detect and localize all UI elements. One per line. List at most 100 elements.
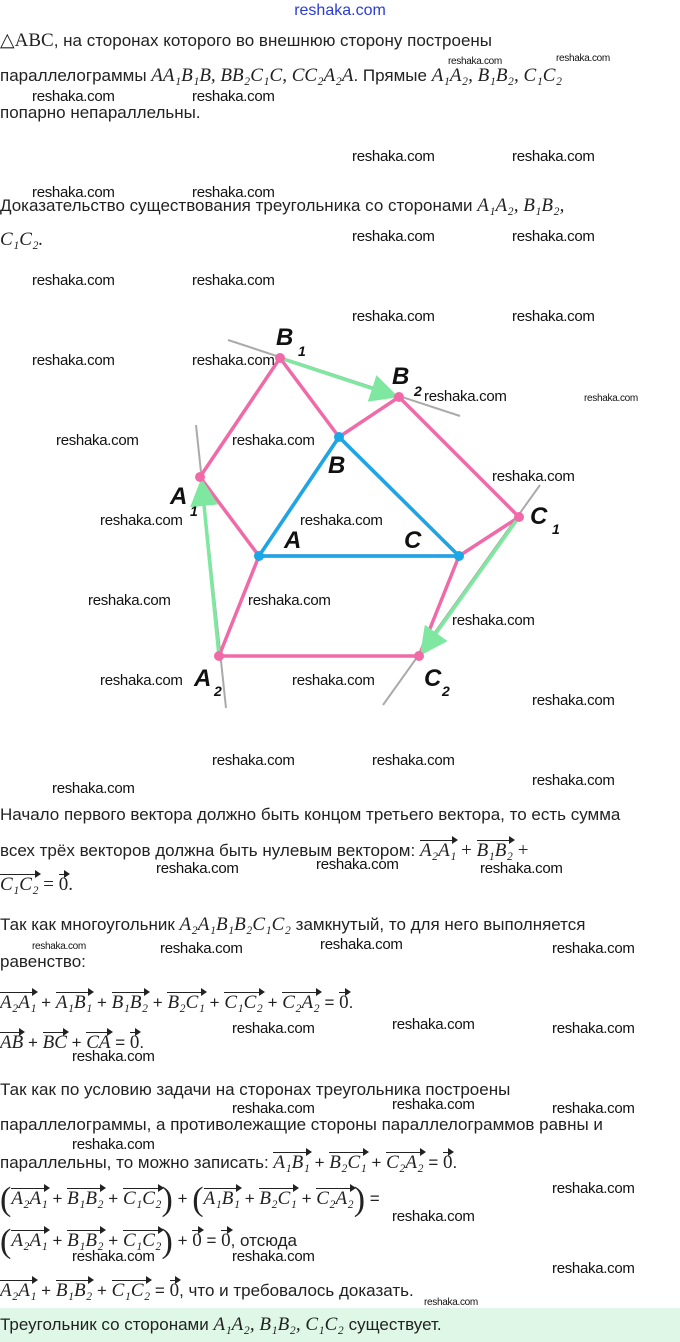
watermark: reshaka.com — [452, 612, 535, 629]
sub-b2: 2 — [413, 383, 422, 399]
solution-p3-line-2: параллелограммы, а противолежащие сторон… — [0, 1115, 603, 1134]
equation-triangle: AB + BC + CA = 0. — [0, 1028, 145, 1053]
vector: C₁C₂ — [122, 1184, 164, 1209]
geometry-diagram: A B C A B B C C A 1 1 2 1 2 2 — [169, 324, 560, 709]
watermark: reshaka.com — [160, 940, 243, 957]
problem-line-2: параллелограммы AA₁B₁B, BB₂C₁C, CC₂A₂A. … — [0, 65, 562, 87]
vector: B₁B₂ — [67, 1184, 107, 1209]
watermark: reshaka.com — [88, 592, 171, 609]
watermark: reshaka.com — [232, 1020, 315, 1037]
watermark: reshaka.com — [192, 272, 275, 289]
text: параллелограммы — [0, 66, 152, 85]
vector: A₂A₁ — [0, 1276, 39, 1301]
vector: A₂A₁ — [11, 1184, 51, 1209]
watermark: reshaka.com — [480, 860, 563, 877]
watermark: reshaka.com — [232, 1100, 315, 1117]
zero-vector: 0 — [442, 1148, 454, 1173]
math-triangle: △ABC — [0, 30, 54, 51]
text: Так как многоугольник — [0, 915, 180, 934]
watermark: reshaka.com — [392, 1208, 475, 1225]
math: A₂A₁B₁B₂C₁C₂ — [179, 914, 291, 935]
math: C₁C₂. — [0, 229, 44, 250]
math: A₁A₂, B₁B₂, — [477, 195, 565, 216]
problem-line-3: попарно непараллельны. — [0, 103, 201, 122]
op: . — [68, 874, 73, 895]
watermark: reshaka.com — [552, 1100, 635, 1117]
watermark: reshaka.com — [352, 228, 435, 245]
op: + — [517, 840, 529, 861]
label-b: B — [328, 452, 345, 479]
watermark: reshaka.com — [532, 692, 615, 709]
sub-c1: 1 — [552, 521, 560, 537]
vector: C₁C₂ — [111, 1276, 152, 1301]
watermark: reshaka.com — [552, 940, 635, 957]
math-lines: A₁A₂, B₁B₂, C₁C₂ — [431, 65, 563, 86]
paren: ) — [353, 1181, 366, 1218]
label-a2: A — [193, 665, 211, 692]
vector: BC — [42, 1028, 70, 1053]
watermark: reshaka.com — [100, 512, 183, 529]
vector: B₂C₁ — [167, 988, 207, 1013]
label-a: A — [283, 527, 301, 554]
paren: ( — [0, 1223, 12, 1260]
label-c1: C — [530, 503, 548, 530]
site-title[interactable]: reshaka.com — [294, 2, 386, 19]
vector: B₁B₂ — [55, 1276, 95, 1301]
watermark: reshaka.com — [232, 432, 315, 449]
watermark: reshaka.com — [532, 772, 615, 789]
solution-p1-line-1: Начало первого вектора должно быть концо… — [0, 805, 621, 824]
watermark: reshaka.com — [156, 860, 239, 877]
vector: B₁B₂ — [67, 1226, 107, 1251]
vector: B₂C₁ — [329, 1148, 369, 1173]
vector: A₂A₁ — [0, 988, 39, 1013]
text: , что и требовалось доказать. — [179, 1281, 414, 1300]
watermark: reshaka.com — [556, 53, 610, 64]
text: параллельны, то можно записать: — [0, 1153, 274, 1172]
vector: C₁C₂ — [122, 1226, 164, 1251]
paren: ) — [161, 1223, 173, 1260]
vector-c1c2 — [419, 515, 521, 656]
solution-p2-line-1: Так как многоугольник A₂A₁B₁B₂C₁C₂ замкн… — [0, 914, 585, 936]
math: A₁A₂, B₁B₂, C₁C₂ — [213, 1314, 344, 1335]
vector: CA — [86, 1028, 113, 1053]
watermark: reshaka.com — [32, 941, 86, 952]
watermark: reshaka.com — [552, 1020, 635, 1037]
goal-line-1: Доказательство существования треугольник… — [0, 195, 564, 217]
answer-line: Треугольник со сторонами A₁A₂, B₁B₂, C₁C… — [0, 1314, 442, 1336]
watermark: reshaka.com — [292, 672, 375, 689]
text: Треугольник со сторонами — [0, 1315, 214, 1334]
zero-vector: 0 — [339, 988, 351, 1013]
paren: ) — [161, 1181, 173, 1218]
triangle-points — [254, 432, 464, 561]
solution-p3-line-3: параллельны, то можно записать: A₁B₁ + B… — [0, 1148, 458, 1173]
vector: B₁B₂ — [111, 988, 151, 1013]
paren: ( — [192, 1181, 204, 1218]
solution-p3-line-1: Так как по условию задачи на сторонах тр… — [0, 1080, 511, 1099]
watermark: reshaka.com — [316, 856, 399, 873]
vector: A₁B₁ — [203, 1184, 243, 1209]
sub-b1: 1 — [298, 343, 306, 359]
watermark: reshaka.com — [72, 1136, 155, 1153]
triangle-abc — [255, 434, 464, 558]
text: замкнутый, то для него выполняется — [290, 915, 586, 934]
watermark: reshaka.com — [192, 184, 275, 201]
vector: C₂A₂ — [282, 988, 322, 1013]
watermark: reshaka.com — [584, 393, 638, 404]
watermark: reshaka.com — [352, 308, 435, 325]
watermark: reshaka.com — [100, 672, 183, 689]
watermark: reshaka.com — [300, 512, 383, 529]
equation-polygon: A₂A₁ + A₁B₁ + B₁B₂ + B₂C₁ + C₁C₂ + C₂A₂ … — [0, 988, 354, 1013]
op: + — [461, 840, 472, 861]
zero-vector: 0 — [129, 1028, 141, 1053]
watermark: reshaka.com — [72, 1048, 155, 1065]
watermark: reshaka.com — [32, 352, 115, 369]
equation-sum-zero: (A₂A₁ + B₁B₂ + C₁C₂) + 0 = 0, отсюда — [0, 1223, 297, 1260]
watermark: reshaka.com — [424, 1297, 478, 1308]
vector: C₂A₂ — [386, 1148, 426, 1173]
watermark: reshaka.com — [212, 752, 295, 769]
vector: A₁B₁ — [55, 988, 95, 1013]
solution-p1-line-3: C₁C₂ = 0. — [0, 868, 73, 896]
watermark: reshaka.com — [448, 56, 502, 67]
watermark: reshaka.com — [552, 1180, 635, 1197]
math-parallelograms: AA₁B₁B, BB₂C₁C, CC₂A₂A — [151, 65, 354, 86]
